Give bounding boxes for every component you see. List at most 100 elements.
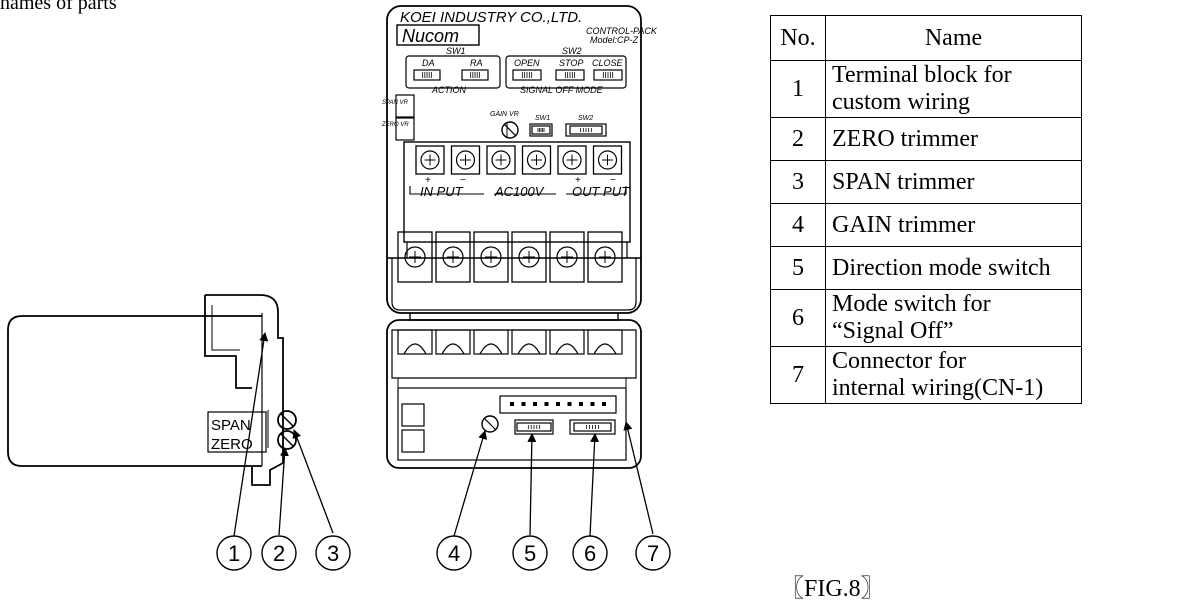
- part-name-line-1: Connector for: [832, 348, 966, 374]
- polarity-output-minus: −: [610, 175, 616, 186]
- part-number: 1: [770, 60, 826, 118]
- lower-terminal-screw: [435, 231, 471, 283]
- lower-terminal-screw: [587, 231, 623, 283]
- front-terminal-screw: [557, 145, 587, 175]
- parts-table: No. Name 1 Terminal block for custom wir…: [770, 15, 1082, 404]
- part-name: Direction mode switch: [825, 246, 1082, 290]
- table-row: 5 Direction mode switch: [770, 246, 1082, 290]
- lower-terminal-screw: [473, 231, 509, 283]
- switch-sw2-label: SW2: [578, 115, 593, 122]
- table-row: 4 GAIN trimmer: [770, 203, 1082, 247]
- connector-pin: [579, 402, 583, 406]
- signal-off-mode-label: SIGNAL OFF MODE: [520, 85, 604, 95]
- table-row: 2 ZERO trimmer: [770, 117, 1082, 161]
- internal-terminal-dome: [587, 329, 623, 355]
- signal-switch-close-label: CLOSE: [592, 58, 624, 68]
- part-name: Connector for internal wiring(CN-1): [825, 346, 1082, 404]
- table-row: 7 Connector for internal wiring(CN-1): [770, 346, 1082, 404]
- connector-pin: [533, 402, 537, 406]
- part-number: 7: [770, 346, 826, 404]
- internal-terminal-dome: [435, 329, 471, 355]
- terminal-group-brackets: [409, 186, 627, 195]
- polarity-input-plus: +: [425, 175, 431, 186]
- connector-pin: [521, 402, 526, 406]
- sw2-slide: [569, 125, 603, 135]
- internal-terminal-dome: [473, 329, 509, 355]
- callout-6: 6: [584, 541, 596, 566]
- callout-3: 3: [327, 541, 339, 566]
- part-name-line-2: “Signal Off”: [832, 318, 954, 344]
- front-lower-terminal-block: [397, 231, 623, 283]
- front-terminal-screw: [450, 145, 481, 175]
- polarity-input-minus: −: [460, 175, 466, 186]
- callout-2: 2: [273, 541, 285, 566]
- signal-off-switch-slide: [573, 422, 612, 432]
- figure-label: 〖FIG.8〗: [780, 576, 885, 602]
- gain-vr-label: GAIN VR: [490, 111, 519, 118]
- part-name: ZERO trimmer: [825, 117, 1082, 161]
- part-number: 4: [770, 203, 826, 247]
- cn1-connector: [499, 395, 617, 414]
- front-terminal-screw: [592, 145, 623, 175]
- connector-pin: [567, 402, 572, 406]
- connector-pin: [556, 402, 560, 406]
- internal-terminal-dome: [511, 329, 547, 355]
- part-number: 2: [770, 117, 826, 161]
- lower-terminal-screw: [397, 231, 433, 283]
- direction-switch-slide: [516, 422, 552, 432]
- internal-terminal-dome: [549, 329, 585, 355]
- action-label: ACTION: [431, 85, 467, 95]
- brand-label: Nucom: [402, 26, 459, 46]
- part-name: Terminal block for custom wiring: [825, 60, 1082, 118]
- terminal-group-input: IN PUT: [420, 184, 464, 199]
- signal-switch-stop-label: STOP: [559, 58, 583, 68]
- front-terminal-block: [409, 145, 627, 195]
- callout-7: 7: [647, 541, 659, 566]
- connector-pin: [590, 402, 595, 406]
- action-switch-ra-label: RA: [470, 58, 483, 68]
- front-terminal-screw: [415, 145, 445, 175]
- product-label: CONTROL-PACK: [586, 26, 658, 36]
- callout-circles: [216, 535, 671, 571]
- part-name-line-2: custom wiring: [832, 89, 970, 115]
- part-name-line-1: Terminal block for: [832, 62, 1012, 88]
- switch-sw1-label: SW1: [535, 115, 550, 122]
- internal-view-device: [386, 319, 642, 469]
- gain-trimmer: [481, 415, 499, 433]
- part-name-line-1: Mode switch for: [832, 291, 991, 317]
- connector-pin: [544, 402, 549, 406]
- action-switch-ra: [461, 69, 489, 81]
- signal-switch-stop: [555, 69, 585, 81]
- part-name-line-2: internal wiring(CN-1): [832, 375, 1044, 401]
- header-no: No.: [770, 15, 826, 61]
- sw1-slide: [531, 125, 551, 135]
- part-name: Mode switch for “Signal Off”: [825, 289, 1082, 347]
- part-name: SPAN trimmer: [825, 160, 1082, 204]
- callout-4: 4: [448, 541, 460, 566]
- sw2-label: SW2: [562, 46, 582, 56]
- lower-terminal-screw: [511, 231, 547, 283]
- front-terminal-screw: [486, 145, 516, 175]
- part-number: 5: [770, 246, 826, 290]
- table-row: 3 SPAN trimmer: [770, 160, 1082, 204]
- side-span-label: SPAN: [211, 417, 251, 434]
- table-row: 6 Mode switch for “Signal Off”: [770, 289, 1082, 347]
- terminal-group-ac100v: AC100V: [494, 184, 545, 199]
- connector-pin: [602, 402, 606, 406]
- front-switch-group: [413, 69, 623, 135]
- lower-terminal-screw: [549, 231, 585, 283]
- maker-label: KOEI INDUSTRY CO.,LTD.: [400, 9, 582, 26]
- front-terminal-screw: [521, 145, 552, 175]
- page-title-fragment: names of parts: [0, 0, 117, 14]
- leader-lines: [233, 332, 654, 537]
- signal-switch-open-label: OPEN: [514, 58, 540, 68]
- callout-1: 1: [228, 541, 240, 566]
- table-row: 1 Terminal block for custom wiring: [770, 60, 1082, 118]
- internal-detail-marks: [397, 329, 623, 432]
- side-zero-label: ZERO: [211, 436, 253, 453]
- sw1-label: SW1: [446, 46, 466, 56]
- span-vr-label: SPAN VR: [382, 100, 409, 106]
- side-span-trimmer: [277, 410, 297, 430]
- part-name: GAIN trimmer: [825, 203, 1082, 247]
